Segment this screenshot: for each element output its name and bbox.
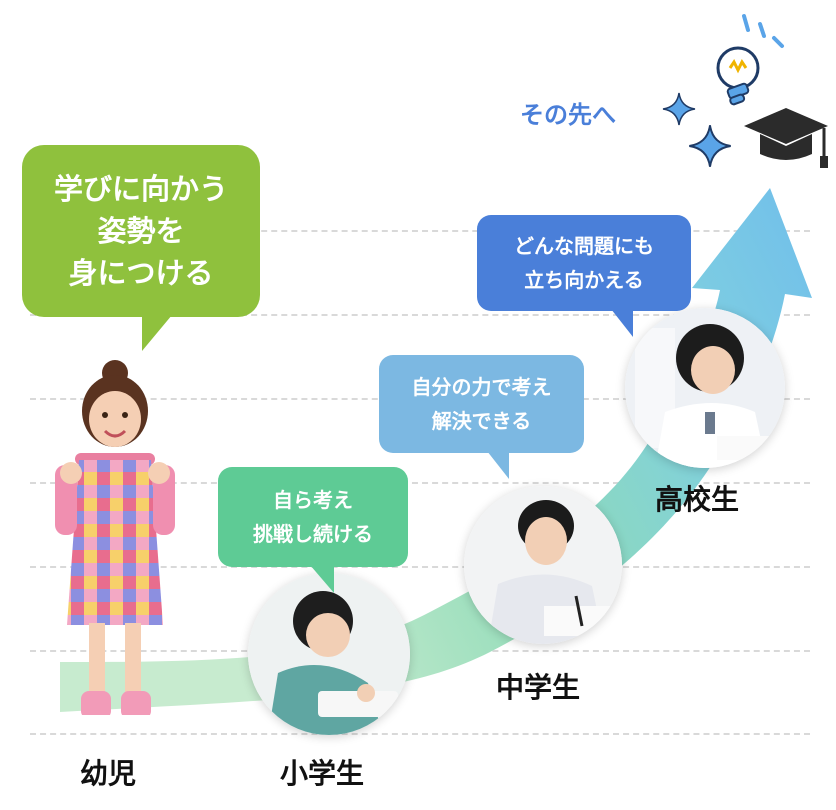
- bubble-line: 身につける: [68, 256, 214, 290]
- gridline: [30, 733, 810, 735]
- graduation-cap-icon: [744, 108, 828, 168]
- elementary-bubble: 自ら考え 挑戦し続ける: [218, 467, 408, 593]
- bubble-line: 立ち向かえる: [524, 268, 644, 292]
- stage-label-kindergarten: 幼児: [80, 757, 137, 790]
- gridline: [30, 314, 810, 316]
- stage-label-high-school: 高校生: [655, 483, 740, 516]
- bubble-line: どんな問題にも: [514, 234, 654, 258]
- kindergarten-child-figure: [55, 360, 175, 723]
- gridline: [30, 230, 810, 232]
- bubble-line: 学びに向かう: [53, 172, 228, 206]
- bubble-line: 挑戦し続ける: [253, 522, 373, 546]
- bubble-line: 自分の力で考え: [411, 375, 552, 399]
- kindergarten-bubble: 学びに向かう 姿勢を 身につける: [22, 145, 260, 351]
- gridline: [30, 566, 810, 568]
- sparkle-icon: [689, 125, 731, 167]
- bubble-tail: [611, 309, 633, 337]
- next-label: その先へ: [520, 101, 616, 129]
- bubble-line: 姿勢を: [97, 214, 185, 248]
- gridline: [30, 482, 810, 484]
- sparkle-icon: [662, 92, 696, 126]
- bubble-tail: [310, 565, 334, 593]
- stage-label-elementary: 小学生: [280, 757, 365, 790]
- high-school-bubble: どんな問題にも 立ち向かえる: [477, 215, 691, 337]
- bubble-tail: [487, 451, 509, 479]
- middle-school-student-photo: [464, 486, 622, 644]
- elementary-student-photo: [248, 573, 410, 735]
- lightbulb-icon: [716, 14, 784, 106]
- bubble-line: 自ら考え: [273, 488, 353, 512]
- high-school-student-photo: [625, 308, 785, 468]
- bubble-tail: [142, 315, 172, 351]
- stage-label-middle-school: 中学生: [496, 671, 581, 704]
- bubble-line: 解決できる: [431, 409, 532, 433]
- middle-school-bubble: 自分の力で考え 解決できる: [379, 355, 584, 479]
